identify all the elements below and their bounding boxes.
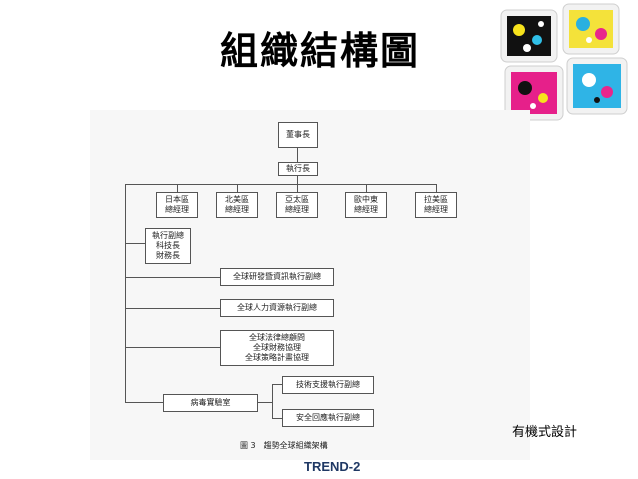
- connector-line: [125, 308, 220, 309]
- region-box-emea: 歐中東 總經理: [345, 192, 387, 218]
- ceo-label: 執行長: [286, 164, 310, 173]
- connector-line: [237, 184, 238, 192]
- connector-line: [125, 184, 126, 402]
- connector-line: [125, 277, 220, 278]
- connector-line: [272, 384, 282, 385]
- legal-line1: 全球法律總顧問: [249, 333, 305, 342]
- virus-lab-box: 病毒實驗室: [163, 394, 258, 412]
- region-box-japan: 日本區 總經理: [156, 192, 198, 218]
- region-line1: 拉美區: [424, 195, 448, 204]
- region-line2: 總經理: [225, 205, 249, 214]
- region-line1: 日本區: [165, 195, 189, 204]
- legal-group-box: 全球法律總顧問 全球財務協理 全球策略計畫協理: [220, 330, 334, 366]
- security-response-vp-box: 安全回應執行副總: [282, 409, 374, 427]
- org-chart: 董事長 執行長 日本區 總經理 北美區 總經理 亞太區 總經理 歐中東 總經理 …: [90, 110, 530, 460]
- slide-title: 組織結構圖: [220, 29, 421, 73]
- connector-line: [366, 184, 367, 192]
- hr-vp-box: 全球人力資源執行副總: [220, 299, 334, 317]
- connector-line: [297, 176, 298, 184]
- ceo-box: 執行長: [278, 162, 318, 176]
- legal-line3: 全球策略計畫協理: [245, 353, 309, 362]
- region-box-latin-america: 拉美區 總經理: [415, 192, 457, 218]
- region-line2: 總經理: [424, 205, 448, 214]
- security-response-vp-label: 安全回應執行副總: [296, 413, 360, 422]
- region-line1: 北美區: [225, 195, 249, 204]
- region-line1: 歐中東: [354, 195, 378, 204]
- connector-line: [297, 184, 298, 192]
- exec-group-box: 執行副總 科技長 財務長: [145, 228, 191, 264]
- connector-line: [258, 402, 272, 403]
- region-line2: 總經理: [165, 205, 189, 214]
- virus-lab-label: 病毒實驗室: [190, 398, 231, 407]
- connector-line: [272, 384, 273, 418]
- region-line2: 總經理: [285, 205, 309, 214]
- region-line1: 亞太區: [285, 195, 309, 204]
- connector-line: [125, 184, 437, 185]
- region-line2: 總經理: [354, 205, 378, 214]
- exec-line2: 科技長: [156, 241, 180, 250]
- region-box-north-america: 北美區 總經理: [216, 192, 258, 218]
- tech-support-vp-box: 技術支援執行副總: [282, 376, 374, 394]
- connector-line: [125, 243, 145, 244]
- connector-line: [297, 148, 298, 162]
- figure-caption: 圖 3 趨勢全球組織架構: [240, 441, 328, 450]
- connector-line: [177, 184, 178, 192]
- hr-vp-label: 全球人力資源執行副總: [237, 303, 317, 312]
- rd-vp-box: 全球研發暨資訊執行副總: [220, 268, 334, 286]
- region-box-asia-pacific: 亞太區 總經理: [276, 192, 318, 218]
- exec-line1: 執行副總: [152, 231, 184, 240]
- rd-vp-label: 全球研發暨資訊執行副總: [233, 272, 321, 281]
- tech-support-vp-label: 技術支援執行副總: [296, 380, 360, 389]
- connector-line: [272, 418, 282, 419]
- connector-line: [125, 402, 163, 403]
- legal-line2: 全球財務協理: [253, 343, 301, 352]
- chairman-box: 董事長: [278, 122, 318, 148]
- footer-label: TREND-2: [304, 459, 361, 474]
- chairman-label: 董事長: [286, 130, 310, 139]
- designer-label: 有機式設計: [512, 425, 578, 440]
- decorative-cubes-image: [500, 3, 628, 121]
- exec-line3: 財務長: [156, 251, 180, 260]
- connector-line: [125, 347, 220, 348]
- connector-line: [436, 184, 437, 192]
